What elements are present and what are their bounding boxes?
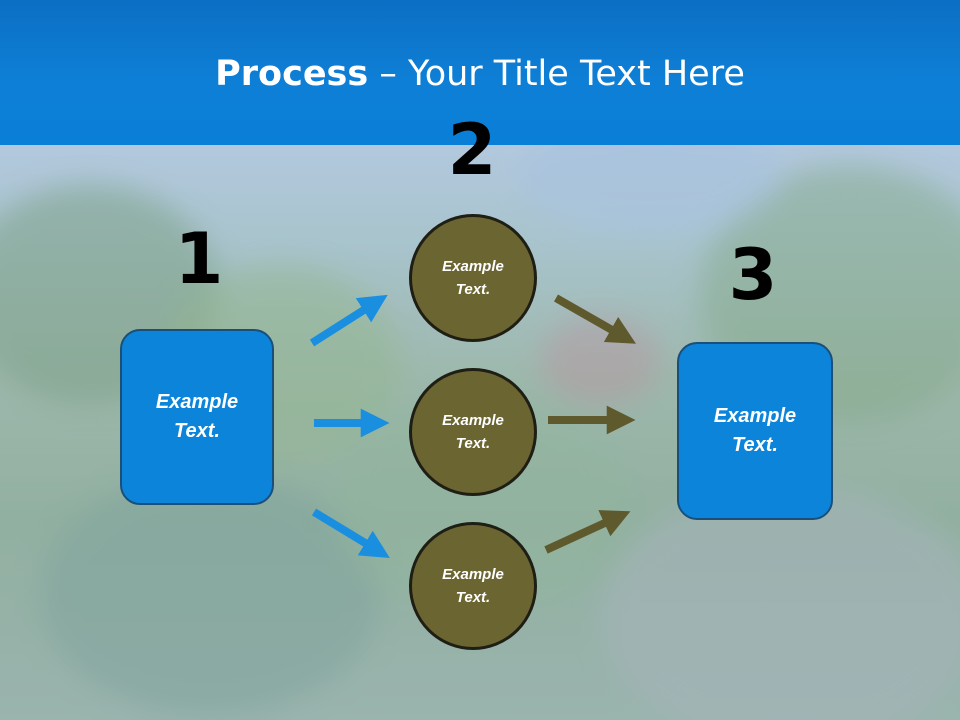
arrow-olive-down <box>554 294 637 344</box>
circle-top: Example Text. <box>409 214 537 342</box>
circle-bottom: Example Text. <box>409 522 537 650</box>
header-band <box>0 0 960 145</box>
right-box: Example Text. <box>677 342 833 520</box>
left-box-text: Example Text. <box>155 391 239 442</box>
circle-top-text: Example Text. <box>442 258 504 298</box>
circle-middle: Example Text. <box>409 368 537 496</box>
step-number-3: 3 <box>728 234 778 316</box>
arrow-blue-down <box>311 508 390 558</box>
title-rest: – Your Title Text Here <box>368 54 745 94</box>
left-box: Example Text. <box>120 329 274 505</box>
step-number-2: 2 <box>447 109 497 191</box>
arrow-blue-up <box>309 294 388 347</box>
arrow-olive-up <box>544 510 631 554</box>
circle-middle-text: Example Text. <box>442 412 504 452</box>
right-box-text: Example Text. <box>713 405 797 456</box>
title-bold: Process <box>215 54 369 94</box>
circle-bottom-text: Example Text. <box>442 566 504 606</box>
step-number-1: 1 <box>174 218 224 300</box>
slide-title: Process – Your Title Text Here <box>0 52 960 96</box>
